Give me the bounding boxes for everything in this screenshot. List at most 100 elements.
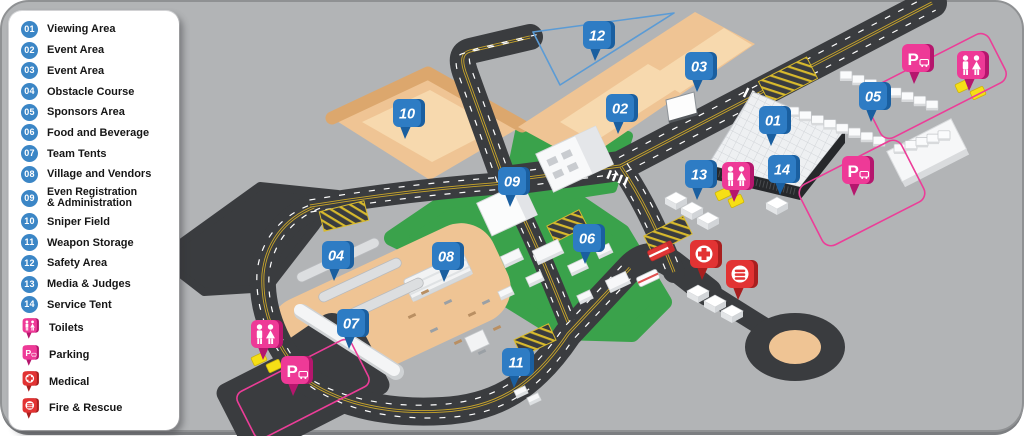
pin-12[interactable]: 12 bbox=[583, 21, 615, 61]
video-screen bbox=[665, 91, 698, 124]
legend-number-badge: 03 bbox=[21, 62, 38, 80]
legend-item-07: 07 Team Tents bbox=[21, 145, 173, 163]
legend-item-label: Toilets bbox=[49, 322, 84, 335]
legend-panel: 01 Viewing Area 02 Event Area 03 Event A… bbox=[9, 11, 179, 430]
legend-item-05: 05 Sponsors Area bbox=[21, 103, 173, 121]
svg-text:12: 12 bbox=[589, 29, 605, 45]
toilets-icon[interactable] bbox=[22, 318, 39, 339]
pin-toilets-northeast[interactable] bbox=[957, 51, 989, 91]
pin-04[interactable]: 04 bbox=[322, 241, 354, 281]
svg-text:02: 02 bbox=[612, 102, 628, 118]
pin-03[interactable]: 03 bbox=[685, 52, 717, 92]
legend-item-label: Sniper Field bbox=[47, 215, 110, 228]
legend-item-label: Even Registration & Administration bbox=[47, 185, 138, 210]
legend-item-11: 11 Weapon Storage bbox=[21, 234, 173, 252]
legend-list: 01 Viewing Area 02 Event Area 03 Event A… bbox=[21, 21, 173, 420]
legend-item-02: 02 Event Area bbox=[21, 41, 173, 59]
legend-item-label: Food and Beverage bbox=[47, 126, 150, 139]
legend-item-fire: Fire & Rescue bbox=[21, 397, 173, 420]
pin-parking-east[interactable]: P bbox=[842, 156, 874, 196]
legend-number-badge: 10 bbox=[21, 213, 38, 231]
pin-11[interactable]: 11 bbox=[502, 348, 534, 388]
legend-number-badge: 11 bbox=[21, 234, 38, 252]
legend-number-badge: 13 bbox=[21, 275, 38, 293]
legend-number-badge: 01 bbox=[21, 21, 38, 38]
svg-text:14: 14 bbox=[774, 163, 790, 179]
pin-parking-northeast[interactable]: P bbox=[902, 44, 934, 84]
svg-text:05: 05 bbox=[865, 90, 882, 106]
svg-text:04: 04 bbox=[328, 249, 344, 265]
legend-item-12: 12 Safety Area bbox=[21, 254, 173, 272]
legend-item-10: 10 Sniper Field bbox=[21, 213, 173, 231]
legend-item-08: 08 Village and Vendors bbox=[21, 165, 173, 183]
legend-item-01: 01 Viewing Area bbox=[21, 21, 173, 38]
fire-rescue-icon bbox=[21, 397, 40, 420]
svg-text:09: 09 bbox=[504, 175, 520, 191]
pin-09[interactable]: 09 bbox=[498, 167, 530, 207]
legend-item-label: Viewing Area bbox=[47, 23, 116, 36]
food-beverage-crates bbox=[497, 238, 632, 406]
svg-text:01: 01 bbox=[765, 114, 781, 130]
legend-item-13: 13 Media & Judges bbox=[21, 275, 173, 293]
legend-item-09: 09 Even Registration & Administration bbox=[21, 185, 173, 210]
pin-06[interactable]: 06 bbox=[573, 224, 605, 264]
svg-text:P: P bbox=[287, 362, 298, 381]
svg-text:07: 07 bbox=[343, 317, 360, 333]
legend-item-06: 06 Food and Beverage bbox=[21, 124, 173, 142]
pin-13[interactable]: 13 bbox=[685, 160, 717, 200]
pin-01[interactable]: 01 bbox=[759, 106, 791, 146]
pins-layer: 12 P 03 05 02 10 01 14 bbox=[251, 21, 989, 396]
parking-icon[interactable]: P bbox=[22, 344, 39, 366]
svg-text:P: P bbox=[908, 50, 919, 69]
fire-truck bbox=[647, 240, 676, 262]
toilets-icon bbox=[21, 317, 40, 340]
legend-number-badge: 12 bbox=[21, 254, 38, 272]
legend-item-label: Parking bbox=[49, 349, 90, 362]
legend-number-badge: 07 bbox=[21, 145, 38, 163]
legend-item-label: Safety Area bbox=[47, 257, 108, 270]
pin-medical[interactable] bbox=[690, 240, 722, 280]
sponsor-booths bbox=[786, 70, 951, 154]
legend-number-badge: 05 bbox=[21, 103, 38, 121]
svg-text:10: 10 bbox=[399, 107, 415, 123]
svg-text:03: 03 bbox=[691, 60, 707, 76]
ambulance bbox=[636, 269, 660, 287]
legend-number-badge: 04 bbox=[21, 83, 38, 101]
svg-text:06: 06 bbox=[579, 232, 596, 248]
legend-item-label: Service Tent bbox=[47, 298, 112, 311]
legend-item-label: Medical bbox=[49, 375, 90, 388]
pin-08[interactable]: 08 bbox=[432, 242, 464, 282]
legend-item-label: Weapon Storage bbox=[47, 236, 134, 249]
parking-icon: P bbox=[21, 344, 40, 367]
legend-item-label: Team Tents bbox=[47, 147, 107, 160]
pin-toilets-center[interactable] bbox=[722, 162, 754, 202]
svg-text:P: P bbox=[848, 162, 859, 181]
pin-parking-southwest[interactable]: P bbox=[281, 356, 313, 396]
legend-item-toilets: Toilets bbox=[21, 317, 173, 340]
legend-number-badge: 08 bbox=[21, 165, 38, 183]
pin-10[interactable]: 10 bbox=[393, 99, 425, 139]
legend-item-label: Media & Judges bbox=[47, 277, 131, 290]
pin-02[interactable]: 02 bbox=[606, 94, 638, 134]
legend-item-03: 03 Event Area bbox=[21, 62, 173, 80]
legend-item-14: 14 Service Tent bbox=[21, 296, 173, 314]
svg-text:13: 13 bbox=[691, 168, 707, 184]
legend-item-label: Obstacle Course bbox=[47, 85, 135, 98]
legend-item-label: Village and Vendors bbox=[47, 168, 152, 181]
legend-item-medical: Medical bbox=[21, 370, 173, 393]
svg-text:P: P bbox=[25, 348, 31, 358]
white-tents bbox=[664, 191, 789, 323]
fire-rescue-icon[interactable] bbox=[22, 398, 39, 419]
legend-number-badge: 06 bbox=[21, 124, 38, 142]
obstacles bbox=[407, 288, 502, 356]
pin-fire-rescue[interactable] bbox=[726, 260, 758, 300]
pin-07[interactable]: 07 bbox=[337, 309, 369, 349]
legend-item-label: Event Area bbox=[47, 64, 105, 77]
pin-toilets-southwest[interactable] bbox=[251, 320, 283, 360]
pin-14[interactable]: 14 bbox=[768, 155, 800, 195]
legend-number-badge: 14 bbox=[21, 296, 38, 314]
medical-icon[interactable] bbox=[22, 371, 39, 393]
pin-05[interactable]: 05 bbox=[859, 82, 891, 122]
